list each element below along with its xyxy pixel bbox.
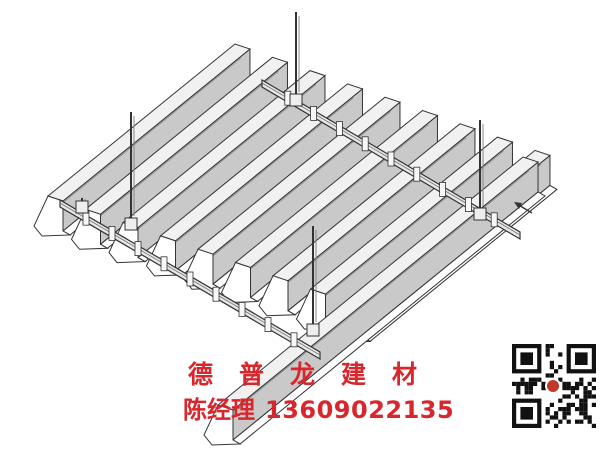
hanger-clip — [108, 225, 116, 241]
hanger-clip — [75, 200, 89, 214]
hanger-clip — [290, 332, 298, 348]
hanger-clip — [306, 323, 320, 337]
hanger-clip — [361, 136, 369, 152]
hanger-rod — [289, 12, 303, 107]
hanger-clip — [289, 93, 303, 107]
hanger-clip — [238, 301, 246, 317]
hanger-rod — [306, 226, 320, 337]
direction-arrow-icon — [514, 202, 533, 214]
hanger-clip — [186, 271, 194, 287]
hanger-clip — [473, 207, 487, 221]
hanger-rod — [473, 120, 487, 221]
hanger-clip — [413, 166, 421, 182]
contact-line: 陈经理 13609022135 — [183, 398, 454, 422]
strip-panels — [33, 43, 558, 446]
qr-code-icon — [512, 344, 596, 428]
hanger-rods — [75, 12, 487, 337]
phone-number: 13609022135 — [265, 396, 455, 424]
hanger-clip — [335, 121, 343, 136]
carrier-keels — [59, 78, 521, 361]
hanger-clip — [264, 317, 272, 333]
hanger-clip — [212, 286, 220, 302]
contact-name: 陈经理 — [183, 396, 255, 424]
hanger-clip — [310, 106, 318, 121]
hanger-clip — [134, 241, 142, 257]
hanger-clip — [464, 197, 472, 213]
hanger-rod — [124, 112, 138, 231]
carrier-keel — [59, 198, 321, 361]
hanger-clip — [387, 151, 395, 167]
hanger-clip — [160, 256, 168, 272]
hanger-rod — [75, 198, 89, 214]
qr-logo — [545, 378, 561, 394]
hanger-clip — [490, 212, 498, 228]
hanger-clip — [439, 181, 447, 197]
hanger-clip — [124, 217, 138, 231]
brand-name: 德普龙建材 — [188, 360, 444, 389]
